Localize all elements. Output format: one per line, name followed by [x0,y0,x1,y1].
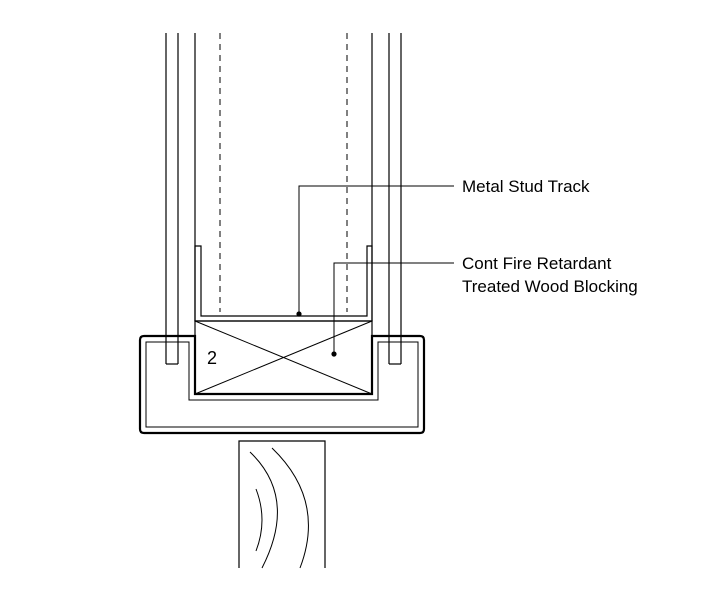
callout-blocking-line-1: Cont Fire Retardant [462,254,612,273]
left-wall-board [165,33,196,365]
wood-floor-member [238,440,326,569]
right-wall-board [371,33,402,365]
callout-blocking-line-2: Treated Wood Blocking [462,277,638,296]
metal-stud-track [194,245,373,322]
callout-metal-stud-track: Metal Stud Track [462,177,590,196]
wood-blocking [194,320,373,395]
leader-metal-stud-track [296,185,454,317]
leader-wood-blocking [331,262,454,357]
blocking-tag: 2 [207,348,217,368]
base-shoe-profile [138,334,426,435]
